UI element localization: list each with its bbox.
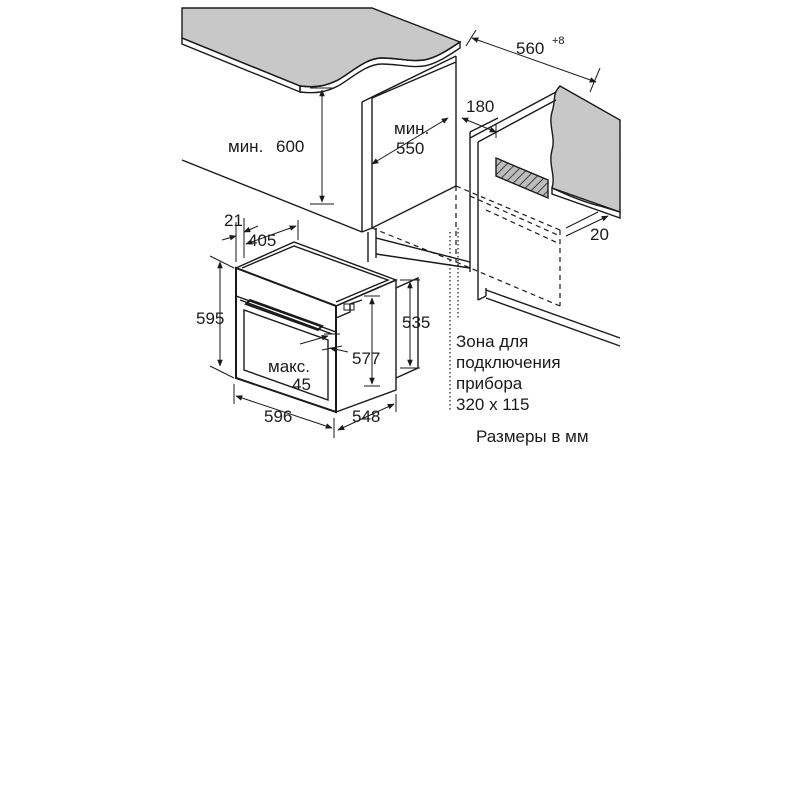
dim-frame-thickness-value: 21 — [224, 211, 243, 230]
worktop-left — [181, 7, 462, 94]
dim-oven-width-value: 596 — [264, 407, 292, 426]
dim-handle-max: макс. 45 — [268, 333, 349, 394]
dim-worktop-depth-tolerance: +8 — [552, 35, 565, 47]
dim-niche-height: мин. 600 — [228, 87, 334, 205]
dim-door-depth-value: 405 — [248, 231, 276, 250]
connection-zone-line3: прибора — [456, 374, 523, 393]
dim-oven-width: 596 — [233, 384, 335, 438]
dim-niche-depth-prefix: мин. — [394, 119, 429, 138]
connection-zone-line2: подключения — [456, 353, 561, 372]
dim-handle-max-value: 45 — [292, 375, 311, 394]
units-note: Размеры в мм — [476, 427, 589, 446]
dim-body-height: 535 — [400, 279, 430, 369]
dim-oven-depth: 548 — [337, 394, 397, 431]
dim-niche-depth: мин. 550 — [371, 117, 449, 165]
dim-worktop-depth-value: 560 — [516, 39, 544, 58]
connection-zone-box — [449, 156, 549, 410]
dim-oven-height: 595 — [196, 255, 235, 379]
dim-oven-height-value: 595 — [196, 309, 224, 328]
dim-rear-gap: 180 — [461, 97, 497, 138]
connection-zone-line1: Зона для — [456, 332, 528, 351]
dim-body-height-value: 535 — [402, 313, 430, 332]
dim-oven-top: 21 405 — [221, 211, 299, 262]
niche-dashed-outline — [371, 185, 561, 307]
dim-niche-depth-value: 550 — [396, 139, 424, 158]
dim-inner-height: 577 — [352, 295, 380, 387]
dim-rear-gap-value: 180 — [466, 97, 494, 116]
dim-inner-height-value: 577 — [352, 349, 380, 368]
dim-worktop-depth: 560 +8 — [465, 29, 601, 93]
worktop-right — [550, 85, 621, 219]
dim-niche-height-prefix: мин. — [228, 137, 263, 156]
oven — [234, 241, 419, 414]
connection-zone-label: Зона для подключения прибора 320 x 115 — [456, 332, 561, 414]
dim-niche-height-value: 600 — [276, 137, 304, 156]
dim-oven-depth-value: 548 — [352, 407, 380, 426]
dim-front-offset: 20 — [565, 211, 609, 244]
dim-front-offset-value: 20 — [590, 225, 609, 244]
dim-handle-max-prefix: макс. — [268, 357, 310, 376]
connection-zone-line4: 320 x 115 — [456, 395, 529, 414]
